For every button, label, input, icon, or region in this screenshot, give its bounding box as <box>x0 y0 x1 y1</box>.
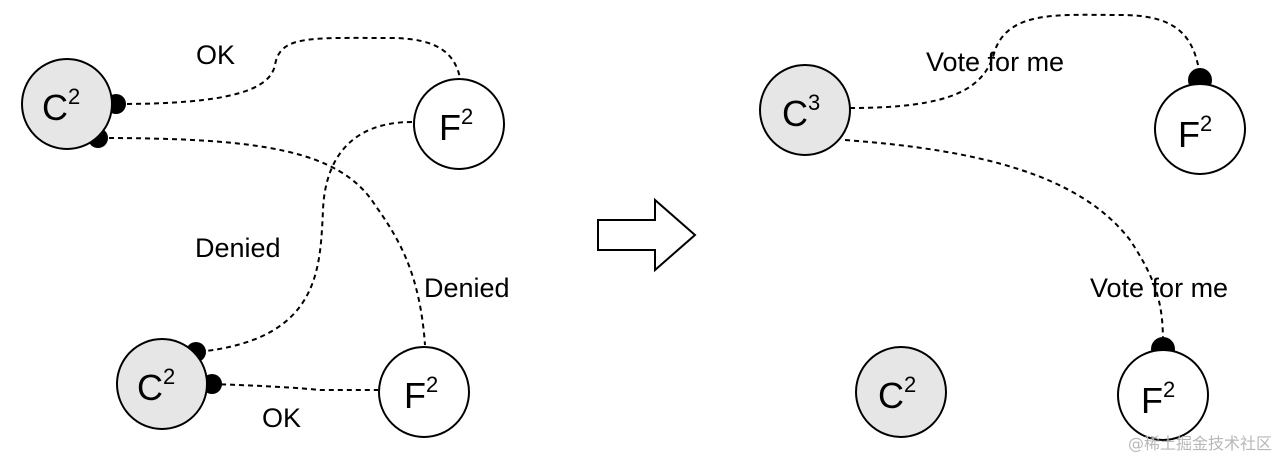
node-circle <box>413 78 505 170</box>
node-circle <box>116 338 208 430</box>
node-label: F2 <box>439 104 473 148</box>
edge-label-ok-top: OK <box>196 40 235 70</box>
node-label: C2 <box>137 364 175 408</box>
node-circle <box>378 346 470 438</box>
edge-label-vote-top: Vote for me <box>926 47 1064 77</box>
watermark-text: @稀土掘金技术社区 <box>1128 434 1272 453</box>
node-candidate-old-term: C2 <box>855 346 947 438</box>
edge-denied-left <box>196 121 413 353</box>
right-arrow-icon <box>597 197 697 273</box>
edge-label-denied-right: Denied <box>424 273 510 303</box>
edge-label-vote-bottom: Vote for me <box>1090 273 1228 303</box>
edge-label-denied-left: Denied <box>195 233 281 263</box>
node-candidate-bottom: C2 <box>116 338 208 430</box>
edge-vote-top <box>849 13 1201 109</box>
node-label: C2 <box>878 372 916 416</box>
node-circle <box>21 58 113 150</box>
edge-denied-right <box>99 137 426 346</box>
edge-ok-bottom <box>211 383 378 391</box>
node-circle <box>1117 349 1209 441</box>
right-panel: C3 F2 C2 F2 Vote for me Vote for me <box>759 13 1246 441</box>
edge-vote-bottom <box>844 139 1164 346</box>
node-label: F2 <box>404 372 438 416</box>
node-circle <box>855 346 947 438</box>
node-label: C2 <box>42 84 80 128</box>
left-panel: C2 F2 C2 F2 OK Denied Denied OK <box>21 36 510 438</box>
node-label: C3 <box>782 90 820 134</box>
node-label: F2 <box>1178 111 1212 155</box>
node-label: F2 <box>1141 377 1175 421</box>
node-circle <box>759 64 851 156</box>
node-follower-right-top: F2 <box>1154 83 1246 175</box>
node-follower-bottom: F2 <box>378 346 470 438</box>
node-candidate-new-term: C3 <box>759 64 851 156</box>
node-follower-right-bottom: F2 <box>1117 349 1209 441</box>
node-follower-top: F2 <box>413 78 505 170</box>
node-candidate-top: C2 <box>21 58 113 150</box>
edge-ok-top <box>117 36 461 105</box>
edge-label-ok-bottom: OK <box>262 403 301 433</box>
node-circle <box>1154 83 1246 175</box>
